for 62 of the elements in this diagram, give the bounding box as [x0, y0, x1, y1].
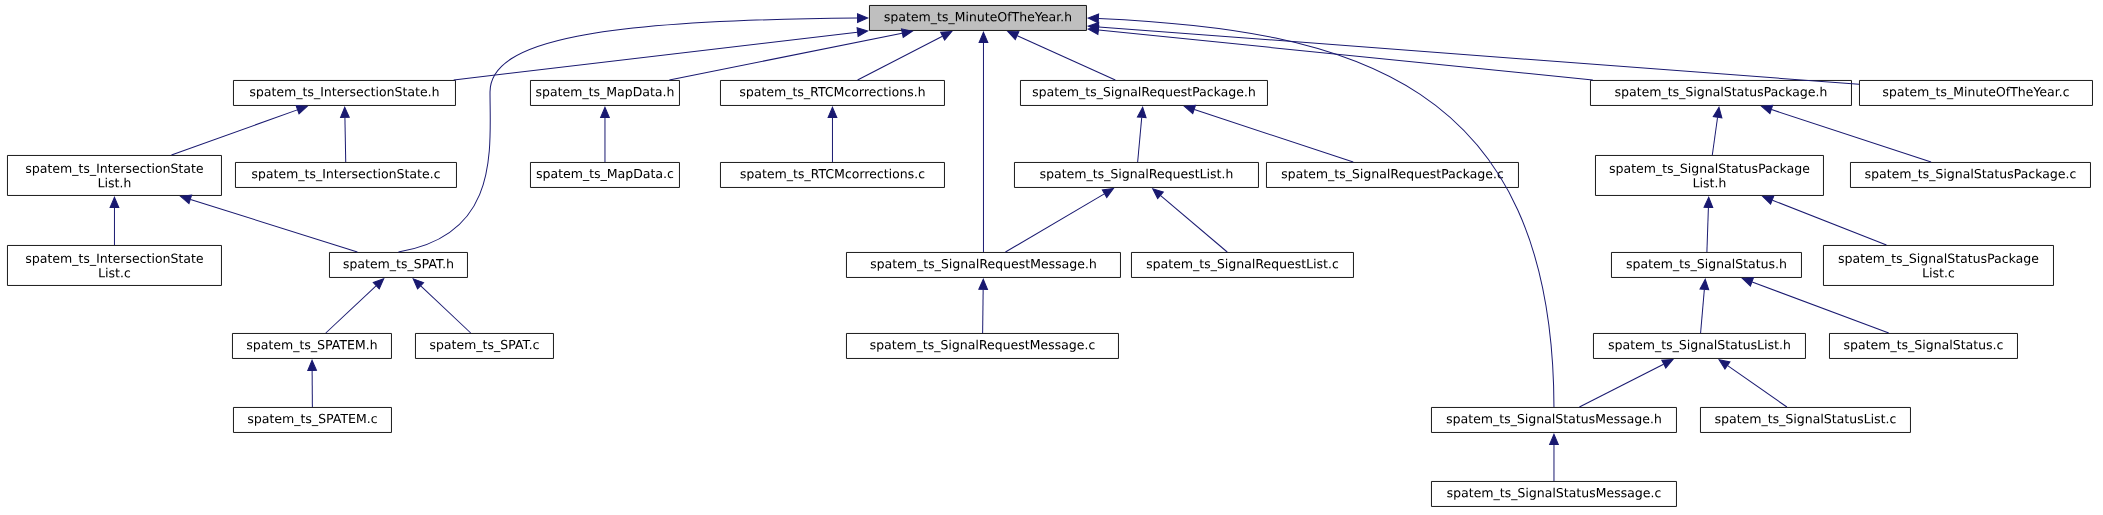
arrow	[1699, 278, 1710, 334]
file-box: spatem_ts_SignalStatusList.c	[1700, 407, 1911, 433]
file-box: spatem_ts_SignalStatusList.h	[1593, 333, 1806, 359]
file-box: spatem_ts_SPATEM.h	[232, 333, 392, 359]
file-box: spatem_ts_SignalStatusMessage.c	[1431, 481, 1677, 507]
arrow	[1718, 359, 1788, 408]
file-box: spatem_ts_SPATEM.c	[233, 407, 392, 433]
file-box: spatem_ts_SignalStatus.c	[1829, 333, 2018, 359]
file-box: spatem_ts_SignalStatusPackage.c	[1850, 162, 2091, 188]
arrow	[180, 194, 358, 253]
arrow	[1549, 433, 1559, 482]
file-box: spatem_ts_IntersectionState.h	[233, 80, 456, 106]
arrow	[1711, 106, 1723, 156]
file-box: spatem_ts_MapData.c	[530, 162, 680, 188]
arrow	[170, 105, 308, 156]
arrow	[1703, 196, 1714, 253]
arrow	[857, 31, 953, 81]
file-box: spatem_ts_SignalStatusPackage List.c	[1823, 245, 2054, 286]
file-box: spatem_ts_SignalStatusPackage.h	[1590, 80, 1852, 106]
file-box: spatem_ts_MapData.h	[530, 80, 680, 106]
arrow	[1761, 104, 1932, 163]
file-box: spatem_ts_MinuteOfTheYear.h	[869, 5, 1087, 31]
arrow	[1136, 106, 1147, 163]
arrow	[109, 196, 120, 246]
file-box: spatem_ts_SPAT.h	[329, 252, 468, 278]
file-box: spatem_ts_RTCMcorrections.c	[720, 162, 945, 188]
arrow	[827, 106, 838, 163]
arrow	[978, 31, 989, 253]
arrow	[1741, 277, 1890, 334]
file-box: spatem_ts_IntersectionState List.h	[7, 155, 222, 196]
arrow	[1762, 195, 1887, 246]
file-box: spatem_ts_MinuteOfTheYear.c	[1859, 80, 2093, 106]
file-box: spatem_ts_SignalRequestPackage.c	[1266, 162, 1519, 188]
arrow	[1007, 30, 1116, 81]
arrow	[1578, 359, 1674, 408]
file-box: spatem_ts_IntersectionState.c	[235, 162, 457, 188]
file-box: spatem_ts_SignalStatusPackage List.h	[1595, 155, 1824, 196]
arrow	[1183, 104, 1354, 163]
file-box: spatem_ts_SignalStatus.h	[1611, 252, 1802, 278]
arrow	[1087, 13, 1555, 408]
arrow	[453, 27, 869, 81]
file-box: spatem_ts_SignalRequestPackage.h	[1020, 80, 1268, 106]
file-box: spatem_ts_SignalRequestList.h	[1014, 162, 1259, 188]
arrow	[325, 278, 385, 334]
arrow	[978, 278, 989, 334]
arrow	[1004, 188, 1114, 253]
arrow	[600, 106, 610, 163]
arrow	[397, 13, 869, 253]
file-box: spatem_ts_SignalRequestMessage.h	[846, 252, 1121, 278]
arrow	[1087, 22, 1860, 85]
arrow	[668, 28, 913, 81]
file-box: spatem_ts_IntersectionState List.c	[7, 245, 222, 286]
arrow	[307, 359, 317, 408]
arrow	[412, 278, 472, 334]
file-box: spatem_ts_RTCMcorrections.h	[720, 80, 945, 106]
arrow	[1087, 25, 1594, 81]
file-box: spatem_ts_SignalStatusMessage.h	[1431, 407, 1677, 433]
file-box: spatem_ts_SignalRequestMessage.c	[846, 333, 1119, 359]
file-box: spatem_ts_SignalRequestList.c	[1131, 252, 1354, 278]
arrow	[1152, 188, 1228, 253]
file-box: spatem_ts_SPAT.c	[415, 333, 554, 359]
arrow	[340, 106, 350, 163]
